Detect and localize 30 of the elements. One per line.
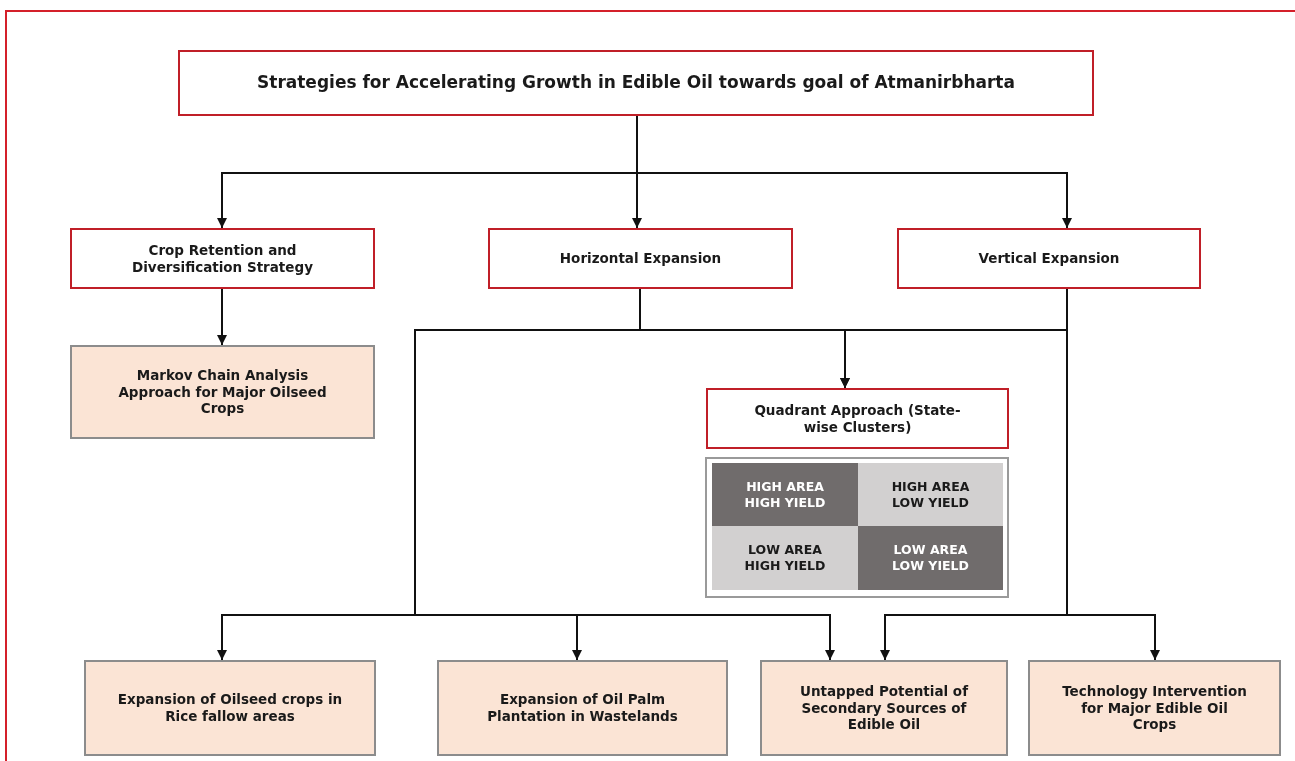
node-text: LOW AREA HIGH YIELD (743, 542, 827, 574)
quadrant-grid (705, 457, 1009, 598)
node-text: Expansion of Oil Palm Plantation in Wastelands (486, 691, 679, 725)
strategy-box (488, 228, 793, 289)
node-text: LOW AREA LOW YIELD (891, 542, 970, 574)
arrow (217, 288, 227, 346)
outcome-box (84, 660, 376, 756)
node-text: Expansion of Oilseed crops in Rice fallow areas (116, 691, 344, 725)
quadrant-cell (712, 526, 858, 590)
outcome-box (760, 660, 1008, 756)
outcome-box (1028, 660, 1281, 756)
node-text: Technology Intervention for Major Edible Oil Crops (1061, 682, 1248, 734)
quadrant-cell (858, 463, 1003, 526)
title-box (178, 50, 1094, 116)
node-text: Horizontal Expansion (559, 250, 722, 267)
node-text: Markov Chain Analysis Approach for Major Oilseed Crops (117, 366, 328, 418)
node-text: Quadrant Approach (State-wise Clusters) (753, 401, 962, 436)
node-text: Crop Retention and Diversification Strategy (131, 241, 314, 276)
quadrant-cell (858, 526, 1003, 590)
node-text: Vertical Expansion (978, 250, 1120, 267)
node-text: HIGH AREA LOW YIELD (890, 478, 971, 511)
node-text: Strategies for Accelerating Growth in Edible Oil towards goal of Atmanirbharta (257, 72, 1015, 94)
quadrant-cell (712, 463, 858, 526)
strategy-box (897, 228, 1201, 289)
outcome-box (437, 660, 728, 756)
node-text: HIGH AREA HIGH YIELD (743, 478, 827, 511)
outcome-box (70, 345, 375, 439)
node-text: Untapped Potential of Secondary Sources of Edible Oil (798, 682, 970, 734)
strategy-box (70, 228, 375, 289)
strategy-box (706, 388, 1009, 449)
